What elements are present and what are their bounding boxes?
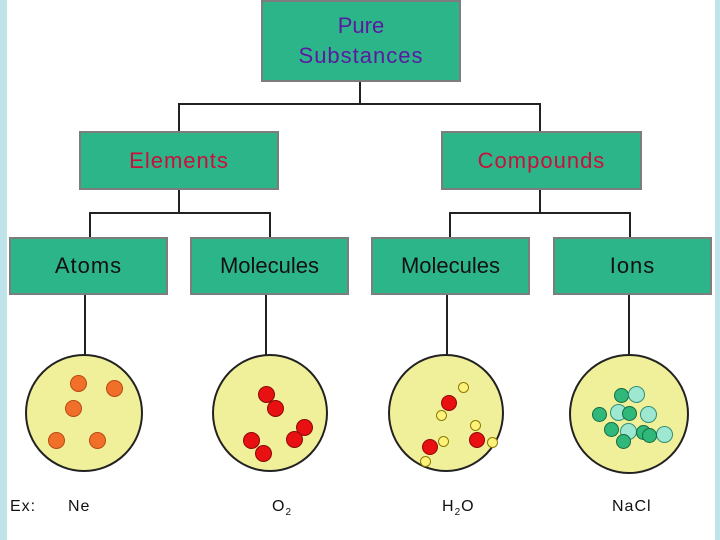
o-atom [258,386,275,403]
connector-level1-horizontal [178,103,541,105]
ne-atom [106,380,123,397]
cl-ion [628,386,645,403]
connector-elements-up [178,103,180,132]
elements-label: Elements [129,147,229,173]
h-atom [487,437,498,448]
ne-atom [89,432,106,449]
na-ion [592,407,607,422]
root-line-2: Substances [298,43,424,68]
atoms-illustration [25,354,143,472]
o-atom [296,419,313,436]
h2o-subscript: 2 [454,507,462,519]
o2-base: O [272,498,286,515]
atoms-label: Atoms [54,253,123,278]
compounds-box: Compounds [441,131,642,190]
ions-label: Ions [609,253,656,278]
atoms-box: Atoms [9,237,168,295]
na-ion [616,434,631,449]
example-ne: Ne [68,498,91,515]
example-o2: O2 [272,498,292,518]
o-atom [469,432,485,448]
connector-ions-up [629,212,631,238]
o-atom [422,439,438,455]
connector-ions-circle [628,295,630,355]
connector-compounds-horizontal [449,212,631,214]
molecules-compounds-label: Molecules [400,253,501,278]
connector-atoms-circle [84,295,86,355]
connector-compounds-down [539,190,541,213]
example-h2o: H2O [442,498,475,518]
o2-subscript: 2 [285,507,293,519]
compounds-label: Compounds [477,147,606,173]
right-edge [715,0,720,540]
molecules-compounds-box: Molecules [371,237,530,295]
molecules-elements-label: Molecules [219,253,320,278]
na-ion [642,428,657,443]
h2o-h: H [442,498,455,515]
na-ion [622,406,637,421]
h-atom [470,420,481,431]
h-atom [420,456,431,467]
ions-box: Ions [553,237,712,295]
h-atom [436,410,447,421]
o-atom [243,432,260,449]
o-atom [255,445,272,462]
connector-atoms-up [89,212,91,238]
elements-box: Elements [79,131,279,190]
connector-elements-down [178,190,180,213]
ne-atom [70,375,87,392]
connector-root-down [359,82,361,104]
connector-molecules-co-circle [446,295,448,355]
examples-label: Ex: [10,498,37,515]
h-atom [458,382,469,393]
na-ion [604,422,619,437]
o-atom [441,395,457,411]
connector-molecules-el-circle [265,295,267,355]
root-line-1: Pure [337,13,385,38]
o-atom [267,400,284,417]
ne-atom [48,432,65,449]
left-edge [0,0,7,540]
cl-ion [656,426,673,443]
molecules-elements-box: Molecules [190,237,349,295]
h-atom [438,436,449,447]
pure-substances-box: Pure Substances [261,0,461,82]
ne-atom [65,400,82,417]
cl-ion [640,406,657,423]
connector-compounds-up [539,103,541,132]
h2o-o: O [461,498,475,515]
o-atom [286,431,303,448]
connector-molecules-el-up [269,212,271,238]
connector-elements-horizontal [89,212,271,214]
example-nacl: NaCl [612,498,652,515]
connector-molecules-co-up [449,212,451,238]
na-ion [614,388,629,403]
